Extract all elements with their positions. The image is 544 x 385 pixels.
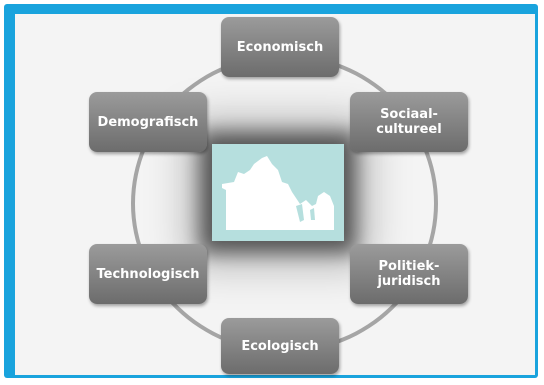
node-ecologisch[interactable]: Ecologisch <box>221 318 339 374</box>
center-image <box>212 144 344 241</box>
node-technologisch[interactable]: Technologisch <box>89 244 207 304</box>
node-economisch[interactable]: Economisch <box>221 17 339 77</box>
building-silhouette-icon <box>222 156 334 230</box>
node-sociaal-cultureel[interactable]: Sociaal- cultureel <box>350 92 468 152</box>
node-demografisch[interactable]: Demografisch <box>89 92 207 152</box>
node-politiek-juridisch[interactable]: Politiek- juridisch <box>350 244 468 304</box>
